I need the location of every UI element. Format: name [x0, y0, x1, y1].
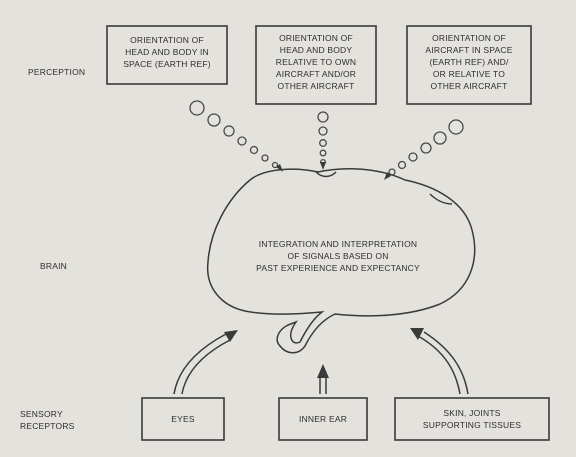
row-label-perception: PERCEPTION — [28, 67, 86, 77]
brain-outline — [206, 168, 476, 354]
text-line: OTHER AIRCRAFT — [277, 81, 355, 91]
row-label-sensory-line1: SENSORY — [20, 409, 63, 419]
perception-box-own-aircraft — [255, 25, 377, 105]
perception-text-own-aircraft: ORIENTATION OF HEAD AND BODY RELATIVE TO… — [256, 32, 376, 92]
perception-box-aircraft-in-space — [406, 25, 532, 105]
text-line: OF SIGNALS BASED ON — [287, 251, 389, 261]
text-line: ORIENTATION OF — [279, 33, 353, 43]
receptor-text-inner-ear: INNER EAR — [279, 413, 367, 425]
thought-bubbles-right — [388, 119, 464, 176]
receptor-box-skin-joints — [394, 397, 550, 441]
text-line: INTEGRATION AND INTERPRETATION — [258, 239, 418, 249]
text-line: SKIN, JOINTS — [443, 408, 501, 418]
text-line: OR RELATIVE TO — [432, 69, 506, 79]
text-line: (EARTH REF) AND/ — [429, 57, 509, 67]
text-line: EYES — [171, 414, 195, 424]
thought-bubbles-center — [317, 111, 329, 166]
perception-text-aircraft-in-space: ORIENTATION OF AIRCRAFT IN SPACE (EARTH … — [407, 32, 531, 92]
brain-lobe-top — [315, 171, 337, 178]
text-line: ORIENTATION OF — [432, 33, 506, 43]
row-label-brain: BRAIN — [40, 261, 67, 271]
text-line: OTHER AIRCRAFT — [430, 81, 508, 91]
text-line: SPACE (EARTH REF) — [123, 59, 211, 69]
thought-bubbles-left — [189, 100, 279, 169]
receptor-text-skin-joints: SKIN, JOINTS SUPPORTING TISSUES — [395, 407, 549, 431]
receptor-box-eyes — [141, 397, 225, 441]
row-label-sensory-receptors: SENSORY RECEPTORS — [20, 408, 75, 432]
perception-text-earth-ref: ORIENTATION OF HEAD AND BODY IN SPACE (E… — [107, 34, 227, 70]
arrow-eyes — [173, 330, 238, 395]
text-line: AIRCRAFT AND/OR — [275, 69, 357, 79]
perception-box-earth-ref — [106, 25, 228, 85]
text-line: INNER EAR — [298, 414, 348, 424]
text-line: HEAD AND BODY IN — [125, 47, 209, 57]
arrow-skin-joints — [410, 328, 469, 395]
text-line: AIRCRAFT IN SPACE — [425, 45, 513, 55]
text-line: SUPPORTING TISSUES — [422, 420, 522, 430]
text-line: PAST EXPERIENCE AND EXPECTANCY — [256, 263, 420, 273]
text-line: HEAD AND BODY — [279, 45, 353, 55]
text-line: RELATIVE TO OWN — [275, 57, 357, 67]
brain-text: INTEGRATION AND INTERPRETATION OF SIGNAL… — [208, 238, 468, 274]
brain-lobe-right — [429, 193, 453, 205]
text-line: ORIENTATION OF — [130, 35, 204, 45]
arrow-inner-ear — [317, 364, 329, 394]
receptor-text-eyes: EYES — [142, 413, 224, 425]
row-label-sensory-line2: RECEPTORS — [20, 421, 75, 431]
receptor-box-inner-ear — [278, 397, 368, 441]
